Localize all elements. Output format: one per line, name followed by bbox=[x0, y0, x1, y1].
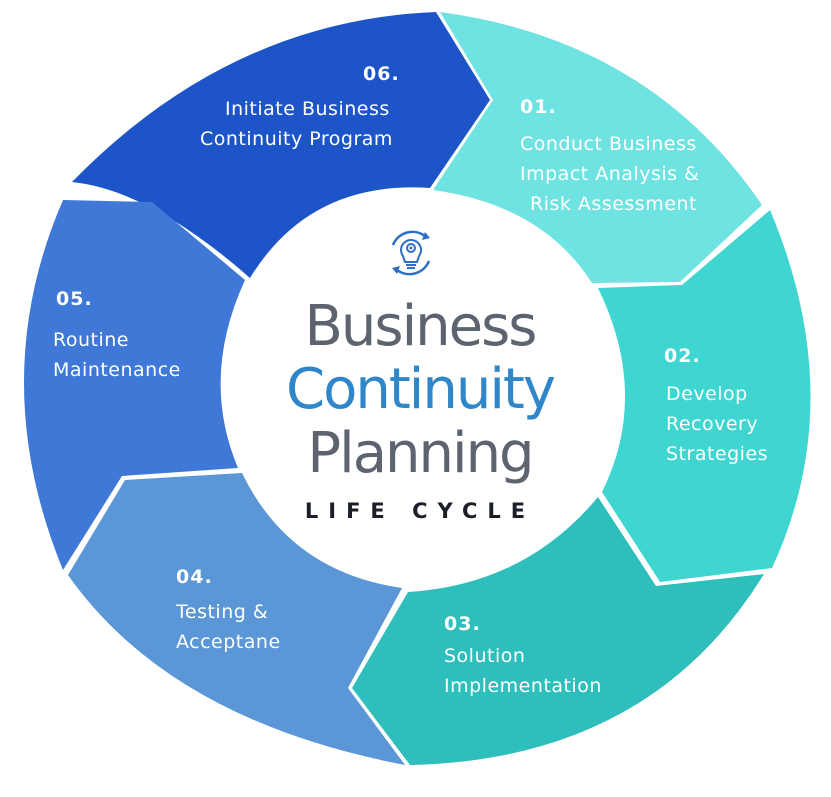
step-01-line-3: Risk Assessment bbox=[530, 193, 697, 215]
step-06-shape bbox=[72, 12, 490, 278]
step-04-line-2: Acceptane bbox=[176, 631, 281, 653]
step-03-shape bbox=[352, 497, 764, 765]
step-01-shape bbox=[433, 12, 762, 283]
center-circle bbox=[240, 213, 600, 573]
step-05-segment: 05. Routine Maintenance bbox=[24, 200, 245, 570]
step-02-line-3: Strategies bbox=[666, 443, 768, 465]
step-03-line-2: Implementation bbox=[444, 675, 602, 697]
step-06-number: 06. bbox=[363, 63, 400, 85]
center-title-line-2: Continuity bbox=[286, 357, 555, 422]
step-05-line-1: Routine bbox=[53, 329, 129, 351]
step-06-line-2: Continuity Program bbox=[200, 128, 393, 150]
step-03-line-1: Solution bbox=[444, 645, 525, 667]
step-01-line-2: Impact Analysis & bbox=[520, 163, 699, 185]
step-01-number: 01. bbox=[520, 96, 557, 118]
step-01-line-1: Conduct Business bbox=[520, 133, 697, 155]
step-01-segment: 01. Conduct Business Impact Analysis & R… bbox=[433, 12, 762, 283]
gear-bulb-cycle-icon bbox=[391, 230, 431, 276]
step-05-line-2: Maintenance bbox=[53, 359, 181, 381]
step-04-segment: 04. Testing & Acceptane bbox=[68, 473, 405, 765]
step-02-line-2: Recovery bbox=[666, 413, 758, 435]
step-02-number: 02. bbox=[664, 345, 701, 367]
step-04-line-1: Testing & bbox=[175, 601, 268, 623]
step-04-shape bbox=[68, 473, 405, 765]
step-05-number: 05. bbox=[56, 288, 93, 310]
center-title-line-3: Planning bbox=[307, 421, 532, 486]
center-title-line-1: Business bbox=[305, 294, 536, 359]
step-06-segment: 06. Initiate Business Continuity Program bbox=[72, 12, 490, 278]
step-02-line-1: Develop bbox=[666, 383, 748, 405]
step-05-shape bbox=[24, 200, 245, 570]
step-02-shape bbox=[598, 210, 811, 582]
step-04-number: 04. bbox=[176, 566, 213, 588]
step-06-line-1: Initiate Business bbox=[225, 98, 390, 120]
center-subtitle: LIFE CYCLE bbox=[305, 499, 535, 523]
step-03-segment: 03. Solution Implementation bbox=[352, 497, 764, 765]
step-03-number: 03. bbox=[444, 613, 481, 635]
step-02-segment: 02. Develop Recovery Strategies bbox=[598, 210, 811, 582]
